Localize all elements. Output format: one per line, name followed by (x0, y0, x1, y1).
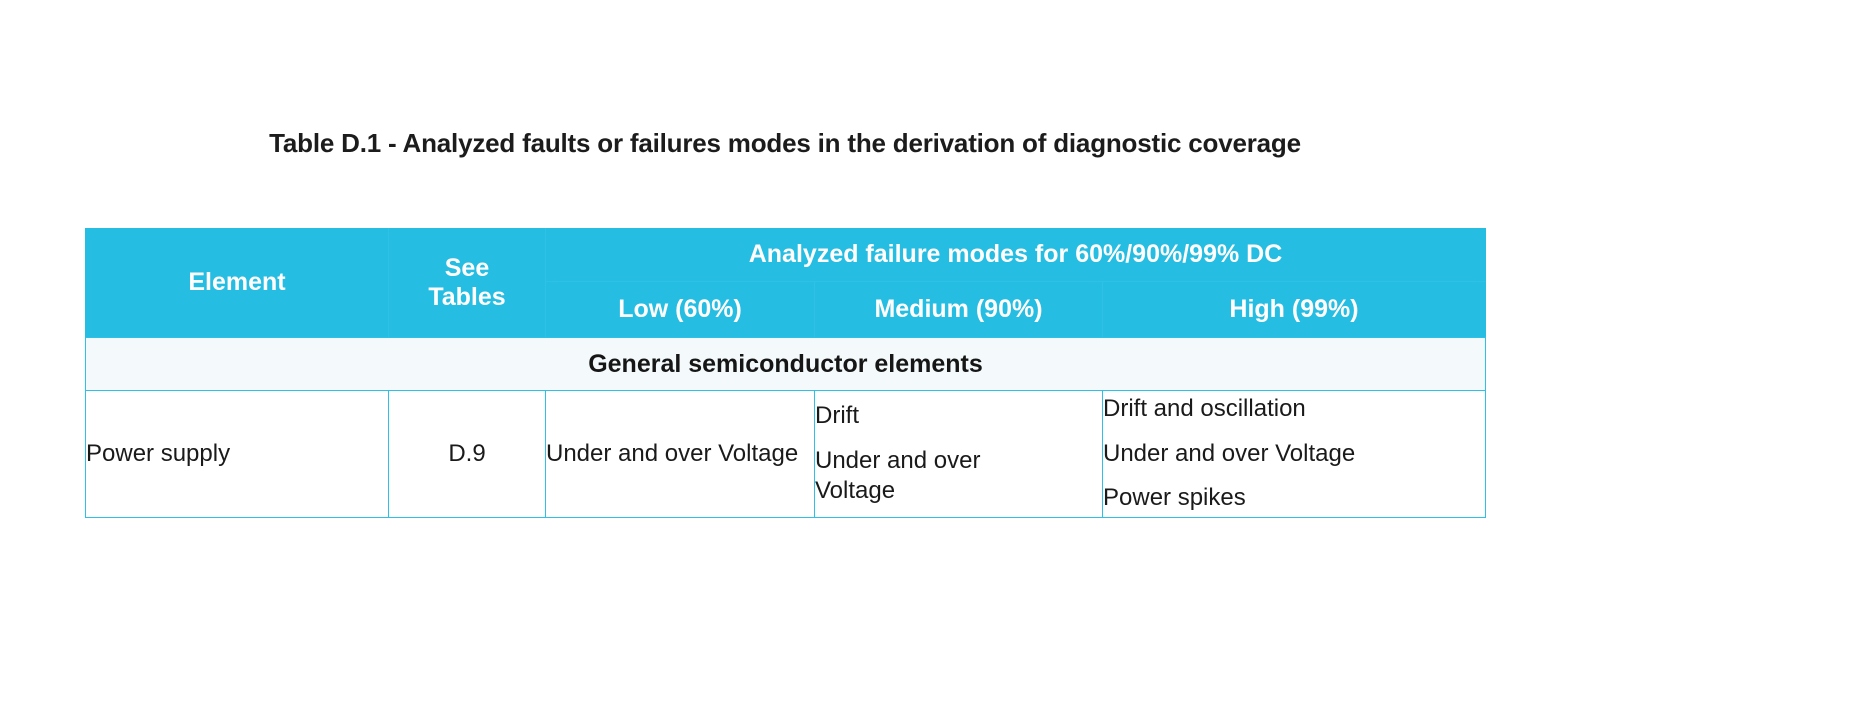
table-container: Element See Tables Analyzed failure mode… (84, 227, 1487, 518)
section-band-row: General semiconductor elements (84, 337, 1487, 391)
column-header-element: Element (85, 228, 389, 338)
medium-item-1: Drift (815, 401, 859, 429)
header-row-secondary: Low (60%) Medium (90%) High (99%) (86, 281, 1487, 338)
column-header-medium: Medium (90%) (814, 281, 1103, 338)
table-head: Element See Tables Analyzed failure mode… (85, 227, 1487, 338)
see-tables-line-1: See (444, 253, 490, 282)
column-header-low: Low (60%) (545, 281, 815, 338)
failure-modes-table: Element See Tables Analyzed failure mode… (84, 227, 1487, 518)
high-item-1: Drift and oscillation (1103, 394, 1306, 422)
column-header-see-tables: See Tables (388, 228, 546, 338)
column-header-group-analyzed-failure-modes: Analyzed failure modes for 60%/90%/99% D… (544, 227, 1487, 283)
section-band-general-semiconductor-elements: General semiconductor elements (84, 337, 1487, 391)
high-item-2: Under and over Voltage (1103, 439, 1356, 467)
column-header-high: High (99%) (1101, 281, 1487, 338)
cell-see-tables-d9: D.9 (388, 390, 546, 518)
cell-high-99: Drift and oscillation Under and over Vol… (1101, 390, 1487, 518)
table-body: General semiconductor elements Power sup… (84, 337, 1487, 518)
table-row: Power supply D.9 Under and over Voltage … (85, 390, 1487, 518)
high-item-3: Power spikes (1103, 484, 1246, 512)
medium-item-2-cont: Voltage (815, 477, 896, 505)
see-tables-line-2: Tables (428, 283, 506, 311)
cell-element-power-supply: Power supply (85, 390, 389, 518)
page-title: Table D.1 - Analyzed faults or failures … (269, 128, 1301, 158)
header-row-primary: Element See Tables Analyzed failure mode… (85, 227, 1487, 338)
medium-item-2-text: Under and over (815, 446, 981, 474)
cell-low-60: Under and over Voltage (545, 390, 815, 518)
